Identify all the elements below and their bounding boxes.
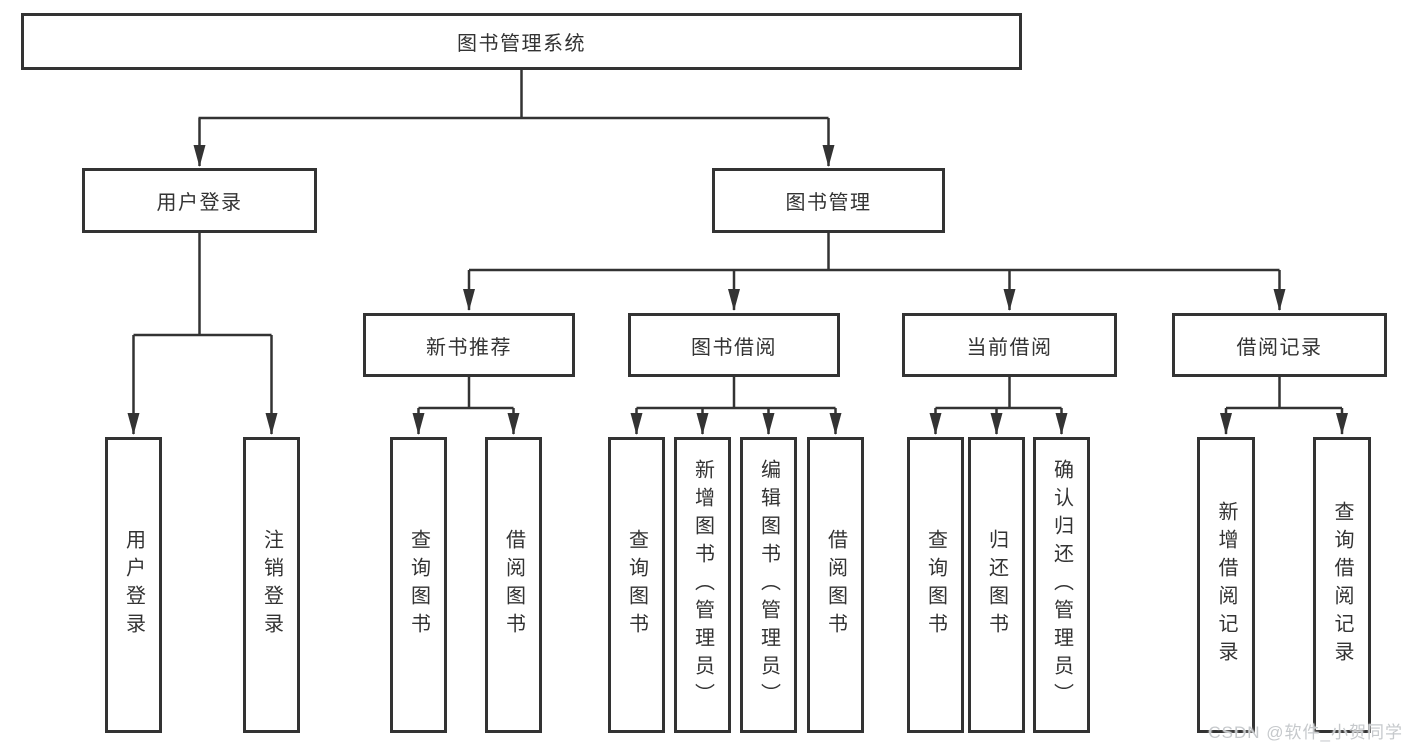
node-borrow-records: 借阅记录 [1172,313,1387,377]
leaf-query-books-current: 查询图书 [907,437,964,733]
leaf-label: 新增借阅记录 [1215,501,1237,669]
leaf-borrow-books-recommend: 借阅图书 [485,437,542,733]
leaf-label: 查询图书 [924,529,947,641]
leaf-label: 确认归还（管理员） [1050,459,1073,711]
leaf-add-borrow-record: 新增借阅记录 [1197,437,1255,733]
connector-book-borrow-children [630,377,842,435]
node-new-book-recommend: 新书推荐 [363,313,575,377]
connector-new-book-recommend-children [412,377,520,435]
leaf-edit-books-admin: 编辑图书（管理员） [740,437,797,733]
leaf-label: 查询图书 [625,529,648,641]
leaf-confirm-return-admin: 确认归还（管理员） [1033,437,1090,733]
leaf-user-login: 用户登录 [105,437,162,733]
leaf-query-borrow-record: 查询借阅记录 [1313,437,1371,733]
leaf-label: 查询图书 [407,529,430,641]
node-book-management: 图书管理 [712,168,945,233]
node-current-borrow: 当前借阅 [902,313,1117,377]
leaf-add-books-admin: 新增图书（管理员） [674,437,731,733]
leaf-label: 借阅图书 [824,529,847,641]
leaf-label: 注销登录 [260,529,283,641]
node-root-library-management-system: 图书管理系统 [21,13,1022,70]
leaf-query-books-recommend: 查询图书 [390,437,447,733]
leaf-borrow-books: 借阅图书 [807,437,864,733]
node-book-borrow: 图书借阅 [628,313,840,377]
leaf-query-books-borrow: 查询图书 [608,437,665,733]
leaf-label: 查询借阅记录 [1331,501,1353,669]
connector-current-borrow-children [929,377,1068,435]
node-user-login: 用户登录 [82,168,317,233]
leaf-return-books: 归还图书 [968,437,1025,733]
leaf-label: 用户登录 [122,529,145,641]
leaf-label: 借阅图书 [502,529,525,641]
connector-book-management-children [463,233,1286,311]
connector-root-to-level2 [193,70,835,167]
leaf-label: 新增图书（管理员） [691,459,714,711]
csdn-watermark: CSDN @软件_小贺同学 [1208,723,1403,742]
leaf-logout-login: 注销登录 [243,437,300,733]
connector-borrow-records-children [1220,377,1348,435]
leaf-label: 归还图书 [985,529,1008,641]
connector-user-login-children [127,233,278,435]
leaf-label: 编辑图书（管理员） [757,459,780,711]
